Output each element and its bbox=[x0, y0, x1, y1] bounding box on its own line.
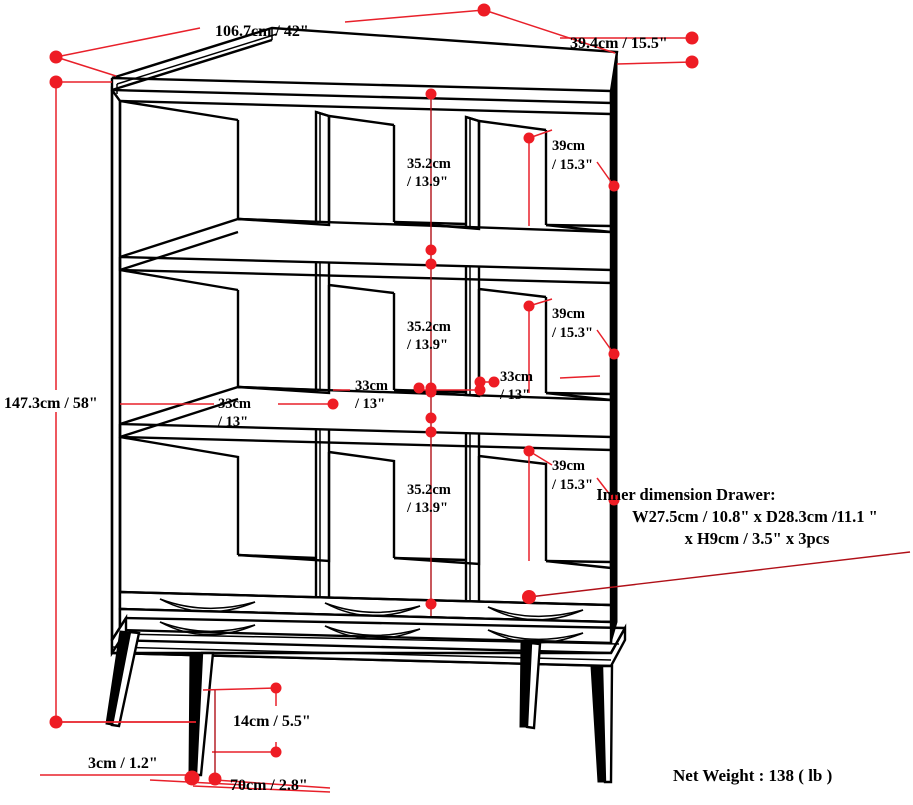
leg-height-label: 14cm / 5.5" bbox=[233, 713, 311, 730]
dimension-leg-width: 70cm / 2.8" bbox=[192, 772, 331, 794]
dim-dot-depth-bot-b bbox=[608, 494, 620, 506]
dimension-overall-width: 106.7cm / 42" bbox=[49, 3, 491, 77]
cube-width-left-line2: / 13" bbox=[217, 414, 248, 430]
cabinet-shelf-upper bbox=[118, 99, 613, 285]
dimension-leg-inset: 3cm / 1.2" bbox=[40, 721, 246, 786]
dim-dot-cube-2 bbox=[425, 258, 437, 270]
cube-height-top-line2: / 13.9" bbox=[406, 174, 448, 190]
depth-top-line1: 39cm bbox=[552, 138, 585, 154]
depth-bottom-line1: 39cm bbox=[552, 458, 585, 474]
overall-height-label: 147.3cm / 58" bbox=[4, 395, 98, 412]
dim-dot-leg-inset bbox=[184, 770, 200, 786]
dimension-overall-depth: 39.4cm / 15.5" bbox=[483, 9, 699, 69]
dim-dot-w-center-c bbox=[474, 384, 486, 396]
dim-dot-cube-4 bbox=[425, 412, 437, 424]
cube-width-right-line2: / 13" bbox=[499, 387, 530, 403]
depth-middle-line1: 39cm bbox=[552, 306, 585, 322]
cube-width-right-line1: 33cm bbox=[500, 369, 533, 385]
dimension-cube-width-right: 33cm / 13" bbox=[474, 369, 601, 403]
drawer-note-line3: x H9cm / 3.5" x 3pcs bbox=[685, 529, 830, 548]
dimension-leg-height: 14cm / 5.5" bbox=[202, 682, 311, 780]
overall-depth-label: 39.4cm / 15.5" bbox=[570, 35, 668, 52]
dim-dot-depth-bot-a bbox=[523, 445, 535, 457]
leg-width-label: 70cm / 2.8" bbox=[230, 777, 308, 794]
dim-dot-cube-top bbox=[425, 88, 437, 100]
cabinet-drawers bbox=[118, 590, 613, 645]
cube-height-top-line1: 35.2cm bbox=[407, 156, 451, 172]
dim-dot-w-center-b bbox=[425, 382, 437, 394]
dim-dot-width-left bbox=[49, 50, 63, 64]
dimension-cube-width-left: 33cm / 13" bbox=[120, 396, 339, 430]
dimension-cube-width-center: 33cm / 13" bbox=[333, 378, 486, 412]
dimension-depth-top: 39cm / 15.3" bbox=[523, 129, 620, 226]
dim-dot-depth-top-a bbox=[523, 132, 535, 144]
dim-dot-cube-bottom bbox=[425, 598, 437, 610]
dimension-depth-bottom: 39cm / 15.3" bbox=[523, 445, 620, 561]
cube-width-left-line1: 33cm bbox=[218, 396, 251, 412]
dim-dot-leg-h-top bbox=[270, 682, 282, 694]
dimension-depth-middle: 39cm / 15.3" bbox=[523, 298, 620, 393]
depth-bottom-line2: / 15.3" bbox=[551, 477, 593, 493]
dim-dot-height-top bbox=[49, 75, 63, 89]
dim-dot-leg-w-a bbox=[208, 772, 222, 786]
leg-inset-label: 3cm / 1.2" bbox=[88, 755, 158, 772]
cube-width-center-line1: 33cm bbox=[355, 378, 388, 394]
dim-dot-w-right-a bbox=[474, 376, 486, 388]
cabinet-top-panel bbox=[110, 26, 619, 105]
cube-width-center-line2: / 13" bbox=[354, 396, 385, 412]
cube-height-bottom-line2: / 13.9" bbox=[406, 500, 448, 516]
cube-height-middle-line2: / 13.9" bbox=[406, 337, 448, 353]
cube-height-bottom-line1: 35.2cm bbox=[407, 482, 451, 498]
depth-middle-line2: / 15.3" bbox=[551, 325, 593, 341]
dim-dot-w-right-b bbox=[488, 376, 500, 388]
drawer-note-line1: Inner dimension Drawer: bbox=[596, 485, 775, 504]
dim-dot-cube-1 bbox=[425, 244, 437, 256]
dimension-cube-heights: 35.2cm / 13.9" 35.2cm / 13.9" 35.2cm / 1… bbox=[406, 88, 451, 616]
dim-dot-cube-5 bbox=[425, 426, 437, 438]
dim-dot-depth-bottom bbox=[685, 55, 699, 69]
cabinet-legs bbox=[105, 630, 614, 784]
dim-dot-leg-h-bottom bbox=[270, 746, 282, 758]
cabinet-shelf-middle bbox=[118, 268, 613, 452]
cabinet-shelf-lower bbox=[118, 435, 613, 592]
dim-dot-depth-top bbox=[685, 31, 699, 45]
dimension-overall-height: 147.3cm / 58" bbox=[4, 75, 196, 729]
dim-dot-w-center-a bbox=[413, 382, 425, 394]
depth-top-line2: / 15.3" bbox=[551, 157, 593, 173]
dim-dot-drawer-callout bbox=[522, 590, 536, 604]
dim-dot-depth-mid-b bbox=[608, 348, 620, 360]
drawer-note-line2: W27.5cm / 10.8" x D28.3cm /11.1 " bbox=[632, 507, 878, 526]
dim-dot-depth-top-b bbox=[608, 180, 620, 192]
cabinet-interior bbox=[118, 99, 612, 643]
dim-dot-w-left-b bbox=[327, 398, 339, 410]
net-weight-label: Net Weight : 138 ( lb ) bbox=[673, 766, 832, 785]
overall-width-label: 106.7cm / 42" bbox=[215, 23, 309, 40]
cabinet-left-side-panel bbox=[110, 86, 122, 645]
dim-dot-depth-mid-a bbox=[523, 300, 535, 312]
annotation-drawer-dimensions: Inner dimension Drawer: W27.5cm / 10.8" … bbox=[522, 485, 911, 604]
cube-height-middle-line1: 35.2cm bbox=[407, 319, 451, 335]
